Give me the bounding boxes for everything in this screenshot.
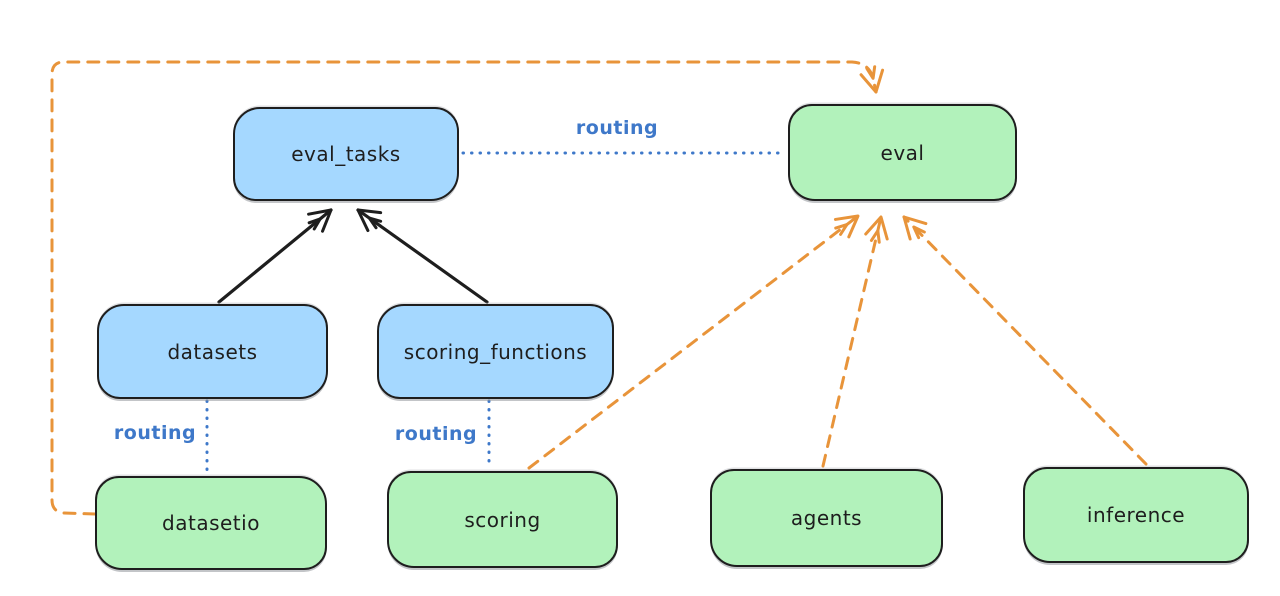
node-inference: inference <box>1023 467 1249 563</box>
node-scoring: scoring <box>387 471 618 568</box>
node-scoring-functions-label: scoring_functions <box>403 339 588 364</box>
node-datasets: datasets <box>97 304 328 399</box>
node-eval-label: eval <box>880 140 925 165</box>
node-scoring-functions: scoring_functions <box>377 304 614 399</box>
node-agents: agents <box>710 469 943 567</box>
node-eval: eval <box>788 104 1017 201</box>
edge-label-routing-datasets: routing <box>113 422 197 444</box>
node-datasetio-label: datasetio <box>162 511 260 535</box>
edge-label-routing-scoring: routing <box>394 423 478 445</box>
node-inference-label: inference <box>1086 503 1186 527</box>
edge-scoring-functions-to-eval-tasks <box>356 208 489 304</box>
edge-datasetio-to-eval <box>50 60 885 516</box>
node-datasetio: datasetio <box>95 476 327 570</box>
edge-agents-to-eval <box>821 215 889 468</box>
node-eval-tasks-label: eval_tasks <box>291 142 401 166</box>
node-eval-tasks: eval_tasks <box>233 107 459 201</box>
edge-label-routing-top: routing <box>575 117 659 139</box>
node-agents-label: agents <box>790 506 863 530</box>
edge-datasets-to-eval-tasks <box>217 208 333 304</box>
node-scoring-label: scoring <box>464 507 541 532</box>
edge-inference-to-eval <box>902 215 1148 466</box>
node-datasets-label: datasets <box>167 339 258 364</box>
